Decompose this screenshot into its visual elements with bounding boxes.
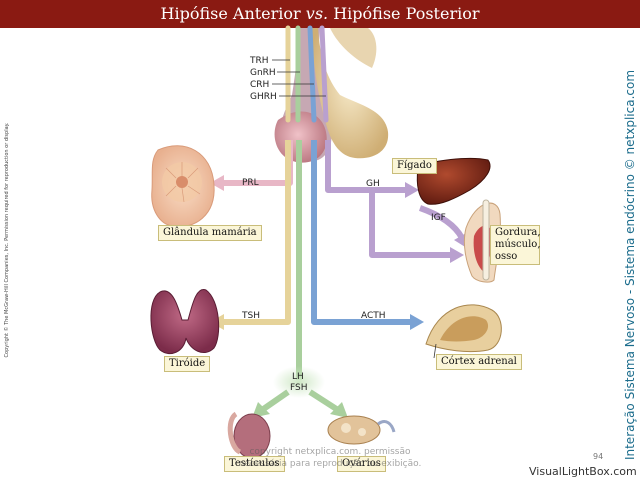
thyroid-caption: Tiróide [164,356,211,372]
title-part-1: Hipófise Anterior [160,4,306,23]
gnrh-label: GnRH [250,68,276,78]
side-label: Interação Sistema Nervoso - Sistema endó… [620,70,640,460]
ovaries-caption: Ovários [337,456,386,472]
liver-caption: Fígado [392,158,437,174]
fat-muscle-bone-caption: Gordura, músculo, osso [490,225,541,265]
copyright-overlay: copyright netxplica.com. permissão neces… [230,446,430,470]
acth-label: ACTH [361,311,386,321]
ghrh-label: GHRH [250,92,277,102]
copyright-side-text: Copyright © The McGraw-Hill Companies, I… [4,122,10,358]
title-part-2: Hipófise Posterior [328,4,480,23]
adrenal-cortex-caption: Córtex adrenal [436,354,522,370]
watermark: VisualLightBox.com [529,465,637,478]
ovaries-illustration [327,415,396,445]
testicles-caption: Testículos [224,456,285,472]
gh-label: GH [366,179,380,189]
acth-arrowhead [410,314,424,330]
lh-fsh-ovaries-arrowhead [330,402,348,418]
title-vs: vs. [305,4,329,23]
gh-to-tissue-arrowhead [450,247,464,263]
adrenal-cortex-illustration [425,304,502,359]
prl-label: PRL [242,178,259,188]
bone-caption-line: osso [495,251,518,262]
muscle-caption-line: músculo, [495,239,541,250]
prl-arrowhead [210,175,224,191]
hormone-labels: PRL GH IGF TSH ACTH LH FSH [241,178,446,393]
mammary-gland-caption: Glândula mamária [158,225,262,241]
gh-arrowhead [405,182,419,198]
hypothalamic-hormone-labels: TRH GnRH CRH GHRH [249,56,326,102]
lh-fsh-testes-arrowhead [252,402,270,418]
hormone-pathways [210,140,470,380]
tsh-label: TSH [241,311,260,321]
crh-label: CRH [250,80,269,90]
testes-illustration [227,411,271,459]
gonadotropin-branch [252,366,348,418]
copyright-side: Copyright © The McGraw-Hill Companies, I… [2,100,12,380]
fsh-label: FSH [290,383,308,393]
trh-label: TRH [249,56,269,66]
side-label-text: Interação Sistema Nervoso - Sistema endó… [623,69,637,461]
thyroid-illustration [150,289,220,354]
overlay-line-1: copyright netxplica.com. permissão [249,447,411,457]
overlay-line-2: necessária para reprodução ou exibição. [238,459,422,469]
hypothalamic-tracts [285,25,329,123]
page-number: 94 [593,452,604,461]
fat-caption-line: Gordura, [495,227,541,238]
lh-label: LH [292,372,304,382]
posterior-pituitary [312,28,389,159]
igf-label: IGF [431,213,446,223]
mammary-gland-illustration [151,145,215,228]
title-bar: Hipófise Anterior vs. Hipófise Posterior [0,0,640,28]
